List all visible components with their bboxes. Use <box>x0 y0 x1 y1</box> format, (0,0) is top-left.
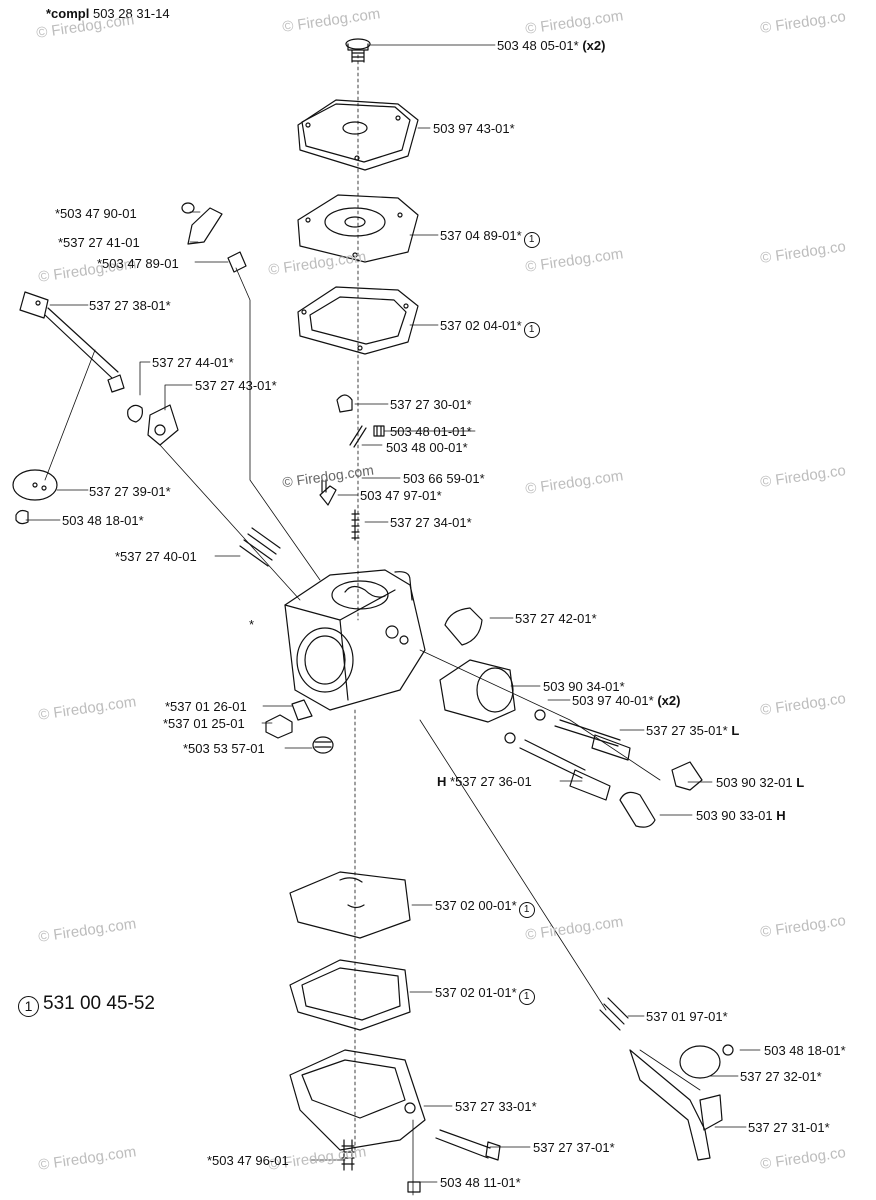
diaphragm <box>297 194 419 263</box>
part-label: 537 27 39-01* <box>89 484 171 499</box>
part-label: 537 27 43-01* <box>195 378 277 393</box>
part-label: 537 02 01-01*1 <box>435 985 535 1005</box>
part-label: 537 27 30-01* <box>390 397 472 412</box>
part-label: *537 01 26-01 <box>165 699 247 714</box>
part-label: 503 48 05-01* (x2) <box>497 38 606 53</box>
cover <box>297 99 419 171</box>
top-screw <box>345 38 371 63</box>
part-label: *503 53 57-01 <box>183 741 265 756</box>
part-label: * <box>249 617 255 632</box>
part-label: 537 27 38-01* <box>89 298 171 313</box>
part-label: 503 47 97-01* <box>360 488 442 503</box>
part-label: 537 04 89-01*1 <box>440 228 540 248</box>
carburetor-body <box>284 569 426 711</box>
part-label: 537 27 42-01* <box>515 611 597 626</box>
part-label: 503 66 59-01* <box>403 471 485 486</box>
gasket <box>297 286 419 355</box>
part-label: 503 97 43-01* <box>433 121 515 136</box>
part-label: 503 48 11-01* <box>440 1175 521 1190</box>
part-label: 537 27 33-01* <box>455 1099 537 1114</box>
part-label: 503 48 00-01* <box>386 440 468 455</box>
choke-parts <box>12 202 281 567</box>
part-label: 503 48 18-01* <box>62 513 144 528</box>
part-label: *537 01 25-01 <box>163 716 245 731</box>
kit-marker: 1 <box>18 996 39 1017</box>
part-label: 503 90 32-01 L <box>716 775 805 790</box>
part-label: 537 27 37-01* <box>533 1140 615 1155</box>
part-label: 537 01 97-01* <box>646 1009 728 1024</box>
part-label: 503 48 01-01* <box>390 424 472 439</box>
part-label: 537 27 35-01* L <box>646 723 740 738</box>
inlet-parts <box>265 699 334 754</box>
part-label: 537 02 00-01*1 <box>435 898 535 918</box>
part-label: 503 97 40-01* (x2) <box>572 693 681 708</box>
compl-prefix: *compl <box>46 6 90 21</box>
needle-valve <box>319 394 385 541</box>
part-label: *537 27 40-01 <box>115 549 197 564</box>
part-label: 503 48 18-01* <box>764 1043 846 1058</box>
part-label: 537 27 32-01* <box>740 1069 822 1084</box>
part-label: *503 47 96-01 <box>207 1153 289 1168</box>
compl-label: *compl 503 28 31-14 <box>46 6 170 21</box>
part-label: *503 47 89-01 <box>97 256 179 271</box>
part-label: 537 27 31-01* <box>748 1120 830 1135</box>
part-label: 503 90 33-01 H <box>696 808 786 823</box>
part-label: 537 27 34-01* <box>390 515 472 530</box>
part-label: 537 27 44-01* <box>152 355 234 370</box>
part-label: 503 90 34-01* <box>543 679 625 694</box>
part-label: *537 27 41-01 <box>58 235 140 250</box>
leader-lines <box>25 44 761 1196</box>
adjustment-parts <box>439 607 703 828</box>
part-label: H *537 27 36-01 <box>437 774 532 789</box>
pump-diaphragm <box>289 959 411 1031</box>
pump-gasket <box>289 871 411 939</box>
kit-number: 531 00 45-52 <box>43 993 155 1014</box>
part-label: 537 02 04-01*1 <box>440 318 540 338</box>
pump-cover <box>289 1049 501 1193</box>
compl-number: 503 28 31-14 <box>92 6 170 21</box>
part-label: *503 47 90-01 <box>55 206 137 221</box>
throttle-parts <box>599 997 734 1161</box>
